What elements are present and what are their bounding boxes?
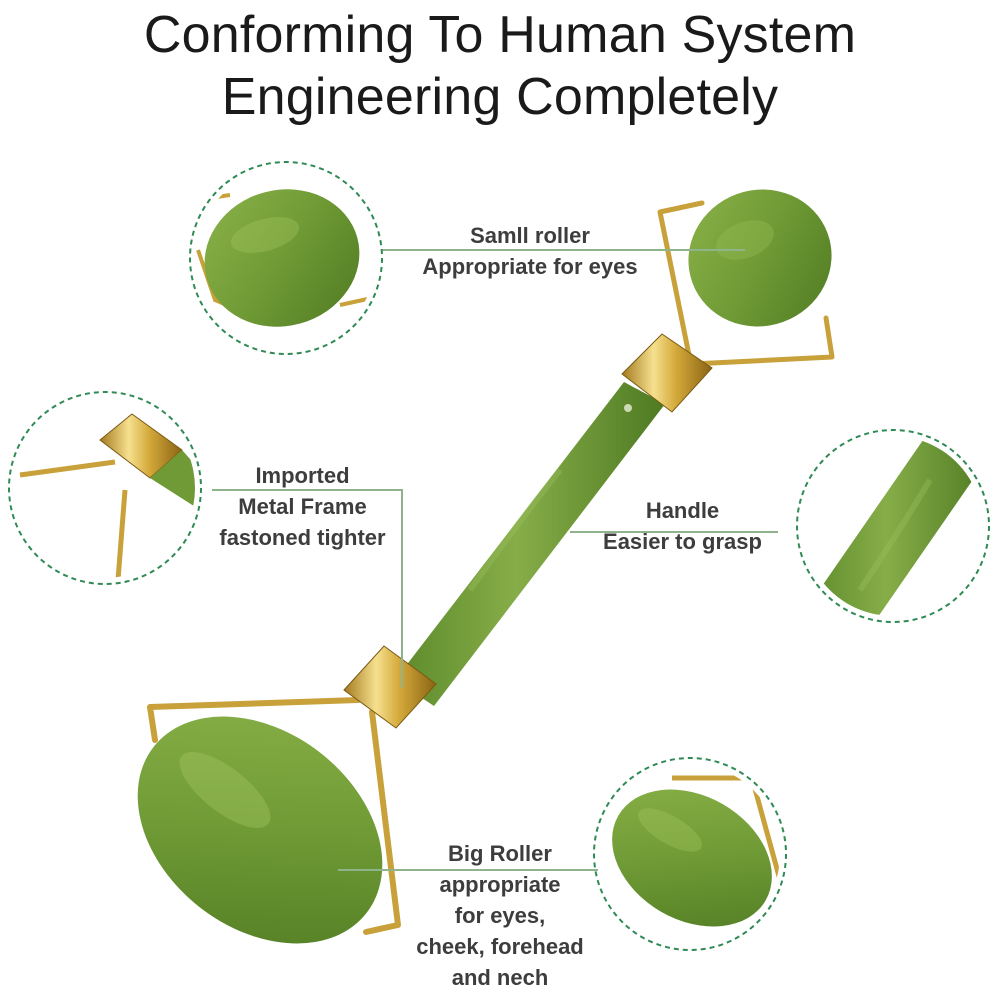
label-big-roller-line-2: appropriate <box>439 872 561 897</box>
small-frame <box>657 200 835 368</box>
bottom-collar <box>343 645 437 729</box>
handle <box>395 382 665 706</box>
headline: Conforming To Human System Engineering C… <box>0 4 1000 128</box>
label-handle-line-2: Easier to grasp <box>603 529 762 554</box>
label-small-roller-line-1: Samll roller <box>470 223 590 248</box>
big-frame <box>147 697 401 935</box>
label-big-roller-line-4: cheek, forehead <box>416 934 584 959</box>
zoom-big-roller <box>593 757 787 951</box>
headline-line-1: Conforming To Human System <box>143 6 857 64</box>
label-metal-frame: Imported Metal Frame fastoned tighter <box>195 460 410 553</box>
label-metal-frame-line-2: Metal Frame <box>238 494 367 519</box>
label-metal-frame-line-1: Imported <box>255 463 350 488</box>
callout-lines <box>212 249 778 871</box>
callout-metal-frame <box>212 489 403 688</box>
small-roller <box>688 189 832 327</box>
zoom-handle <box>796 429 990 623</box>
headline-line-2: Engineering Completely <box>221 68 779 126</box>
label-big-roller: Big Roller appropriate for eyes, cheek, … <box>390 838 610 993</box>
label-big-roller-line-5: and nech <box>451 965 549 990</box>
big-roller <box>137 716 383 944</box>
zoom-metal-frame <box>8 391 202 585</box>
label-big-roller-line-1: Big Roller <box>448 841 552 866</box>
label-handle: Handle Easier to grasp <box>580 495 785 557</box>
label-small-roller: Samll roller Appropriate for eyes <box>390 220 670 282</box>
top-collar <box>621 333 713 413</box>
label-big-roller-line-3: for eyes, <box>454 903 546 928</box>
zoom-small-roller <box>189 161 383 355</box>
label-handle-line-1: Handle <box>645 498 720 523</box>
label-small-roller-line-2: Appropriate for eyes <box>422 254 638 279</box>
label-metal-frame-line-3: fastoned tighter <box>219 525 386 550</box>
